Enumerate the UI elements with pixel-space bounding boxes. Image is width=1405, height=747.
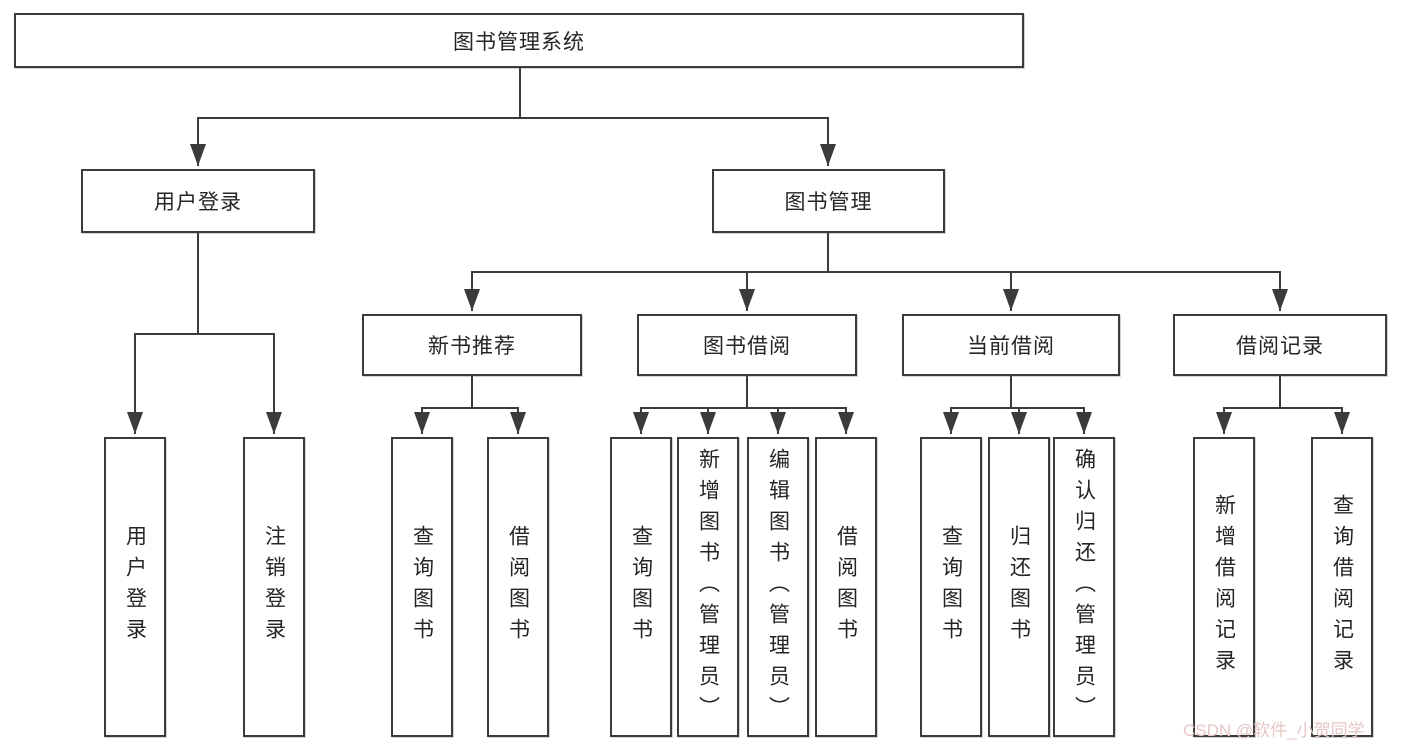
node-book-borrowing: 图书借阅 bbox=[637, 314, 857, 376]
node-query-books-recommend: 查询图书 bbox=[391, 437, 453, 737]
node-book-borrowing-label: 图书借阅 bbox=[703, 335, 791, 358]
node-book-management: 图书管理 bbox=[712, 169, 945, 233]
node-user-login-label: 用户登录 bbox=[154, 191, 242, 214]
node-confirm-return-admin-label: 确认归还（管理员） bbox=[1072, 447, 1096, 727]
node-add-books-admin-label: 新增图书（管理员） bbox=[696, 447, 720, 727]
node-query-books-current-label: 查询图书 bbox=[939, 525, 963, 649]
node-query-books-recommend-label: 查询图书 bbox=[410, 525, 434, 649]
node-add-books-admin: 新增图书（管理员） bbox=[677, 437, 739, 737]
node-current-borrowing-label: 当前借阅 bbox=[967, 335, 1055, 358]
node-return-books: 归还图书 bbox=[988, 437, 1050, 737]
node-new-book-recommendation-label: 新书推荐 bbox=[428, 335, 516, 358]
node-confirm-return-admin: 确认归还（管理员） bbox=[1053, 437, 1115, 737]
node-query-books-borrowing: 查询图书 bbox=[610, 437, 672, 737]
node-book-management-label: 图书管理 bbox=[784, 191, 873, 214]
node-edit-books-admin: 编辑图书（管理员） bbox=[747, 437, 809, 737]
node-edit-books-admin-label: 编辑图书（管理员） bbox=[766, 447, 790, 727]
node-add-borrow-record: 新增借阅记录 bbox=[1193, 437, 1255, 737]
node-logout: 注销登录 bbox=[243, 437, 305, 737]
node-root: 图书管理系统 bbox=[14, 13, 1024, 68]
node-borrow-books-borrowing-label: 借阅图书 bbox=[834, 525, 858, 649]
node-borrowing-records-label: 借阅记录 bbox=[1236, 335, 1324, 358]
node-logout-label: 注销登录 bbox=[262, 525, 286, 649]
node-add-borrow-record-label: 新增借阅记录 bbox=[1212, 494, 1236, 680]
node-borrowing-records: 借阅记录 bbox=[1173, 314, 1387, 376]
node-new-book-recommendation: 新书推荐 bbox=[362, 314, 582, 376]
node-user-login-action: 用户登录 bbox=[104, 437, 166, 737]
node-query-borrow-record: 查询借阅记录 bbox=[1311, 437, 1373, 737]
node-root-label: 图书管理系统 bbox=[453, 30, 585, 54]
node-user-login-action-label: 用户登录 bbox=[123, 525, 147, 649]
node-user-login: 用户登录 bbox=[81, 169, 315, 233]
watermark: CSDN @软件_小贺同学 bbox=[1183, 721, 1365, 740]
node-borrow-books-borrowing: 借阅图书 bbox=[815, 437, 877, 737]
node-borrow-books-recommend: 借阅图书 bbox=[487, 437, 549, 737]
node-borrow-books-recommend-label: 借阅图书 bbox=[506, 525, 530, 649]
node-query-borrow-record-label: 查询借阅记录 bbox=[1330, 494, 1354, 680]
node-current-borrowing: 当前借阅 bbox=[902, 314, 1120, 376]
node-return-books-label: 归还图书 bbox=[1007, 525, 1031, 649]
node-query-books-borrowing-label: 查询图书 bbox=[629, 525, 653, 649]
node-query-books-current: 查询图书 bbox=[920, 437, 982, 737]
